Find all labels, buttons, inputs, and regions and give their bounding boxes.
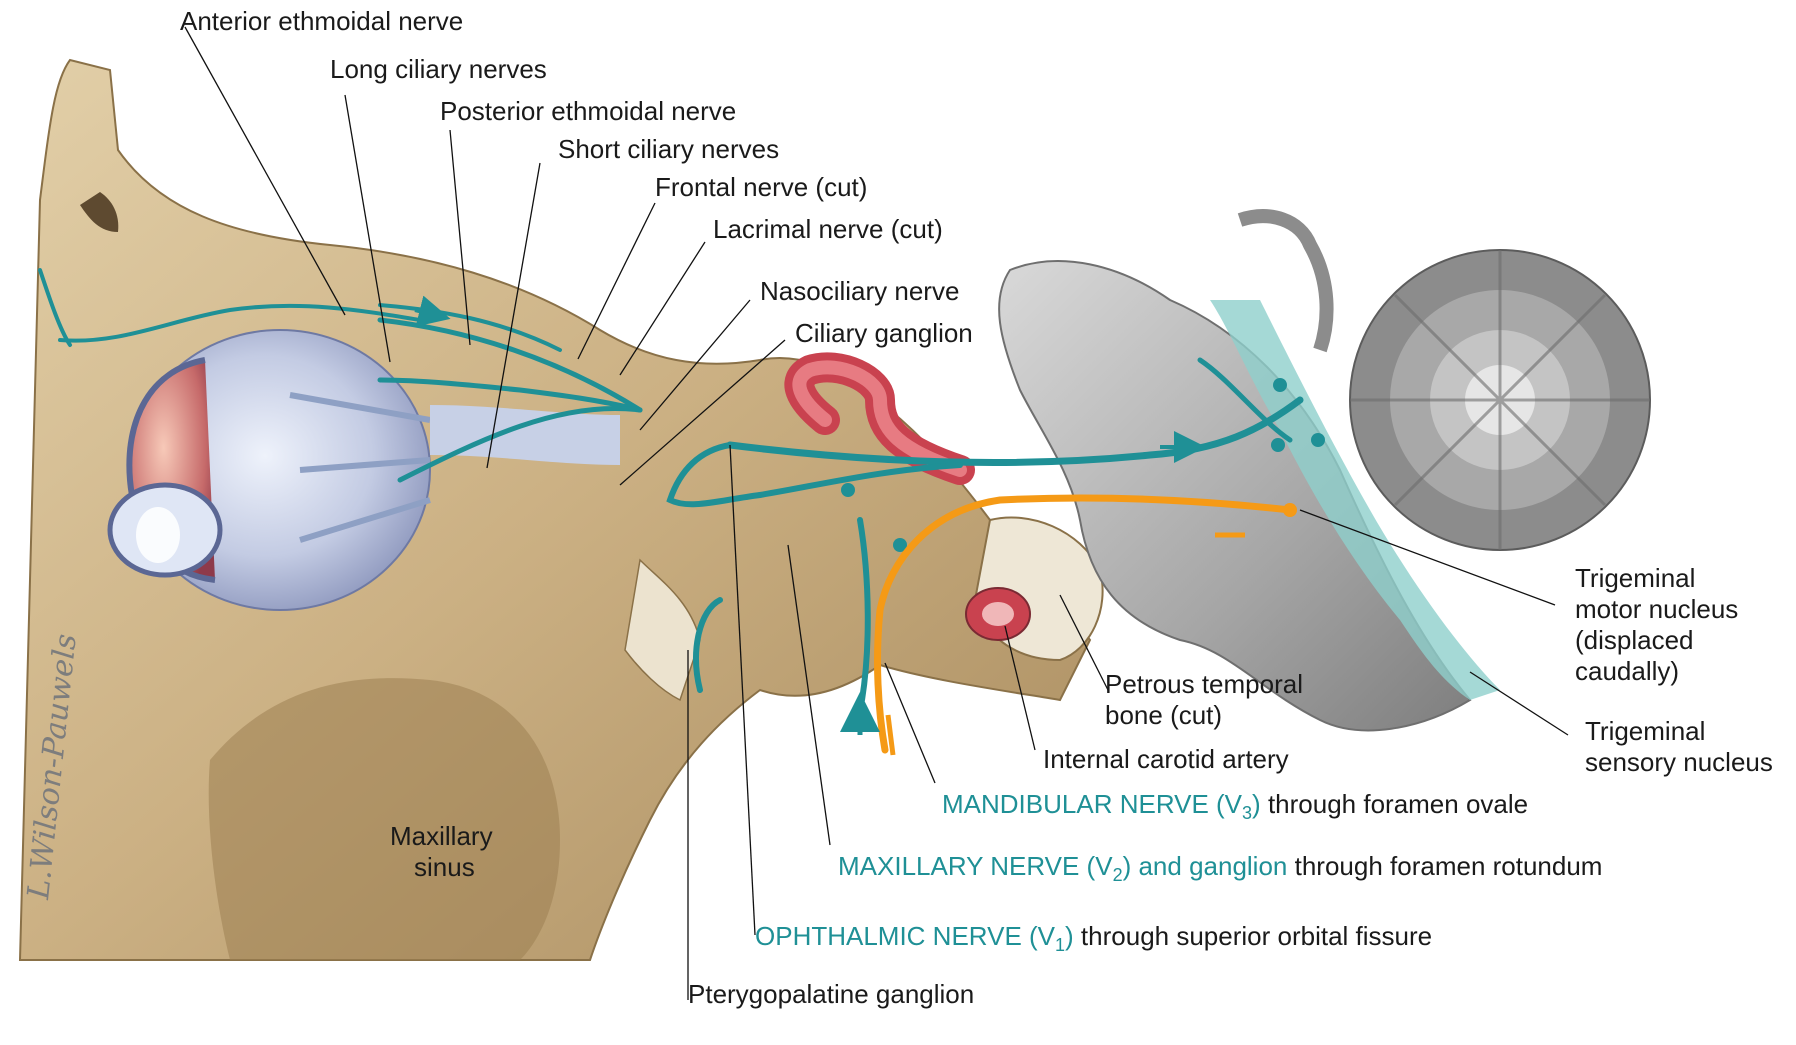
- v2-close: ) and ganglion: [1123, 851, 1288, 881]
- v1-name: OPHTHALMIC NERVE (V: [755, 921, 1056, 951]
- label-trigeminal-motor-2: motor nucleus: [1575, 594, 1738, 624]
- label-ophthalmic-division: OPHTHALMIC NERVE (V1) through superior o…: [755, 921, 1432, 955]
- v3-route: through foramen ovale: [1261, 789, 1528, 819]
- label-trigeminal-sensory-2: sensory nucleus: [1585, 747, 1773, 777]
- label-anterior-ethmoidal: Anterior ethmoidal nerve: [180, 6, 463, 36]
- v2-subscript: 2: [1113, 865, 1123, 885]
- label-internal-carotid: Internal carotid artery: [1043, 744, 1289, 774]
- label-petrous-1: Petrous temporal: [1105, 669, 1303, 699]
- v1-route: through superior orbital fissure: [1074, 921, 1432, 951]
- v3-subscript: 3: [1242, 803, 1252, 823]
- v3-name: MANDIBULAR NERVE (V: [942, 789, 1243, 819]
- label-nasociliary: Nasociliary nerve: [760, 276, 959, 306]
- label-short-ciliary: Short ciliary nerves: [558, 134, 779, 164]
- v2-name: MAXILLARY NERVE (V: [838, 851, 1113, 881]
- v1-close: ): [1065, 921, 1074, 951]
- label-posterior-ethmoidal: Posterior ethmoidal nerve: [440, 96, 736, 126]
- v2-route: through foramen rotundum: [1287, 851, 1602, 881]
- label-pterygopalatine: Pterygopalatine ganglion: [688, 979, 974, 1009]
- v3-close: ): [1252, 789, 1261, 819]
- v1-subscript: 1: [1055, 935, 1065, 955]
- label-trigeminal-sensory-1: Trigeminal: [1585, 716, 1705, 746]
- label-trigeminal-motor-1: Trigeminal: [1575, 563, 1695, 593]
- label-lacrimal: Lacrimal nerve (cut): [713, 214, 943, 244]
- label-maxillary-sinus-2: sinus: [414, 852, 475, 882]
- optic-nerve: [430, 430, 620, 440]
- label-long-ciliary: Long ciliary nerves: [330, 54, 547, 84]
- label-frontal: Frontal nerve (cut): [655, 172, 867, 202]
- label-ciliary-ganglion: Ciliary ganglion: [795, 318, 973, 348]
- label-mandibular-division: MANDIBULAR NERVE (V3) through foramen ov…: [942, 789, 1528, 823]
- label-trigeminal-motor-3: (displaced: [1575, 625, 1694, 655]
- label-petrous-2: bone (cut): [1105, 700, 1222, 730]
- label-trigeminal-motor-4: caudally): [1575, 656, 1679, 686]
- label-maxillary-sinus-1: Maxillary: [390, 821, 493, 851]
- label-maxillary-division: MAXILLARY NERVE (V2) and ganglion throug…: [838, 851, 1602, 885]
